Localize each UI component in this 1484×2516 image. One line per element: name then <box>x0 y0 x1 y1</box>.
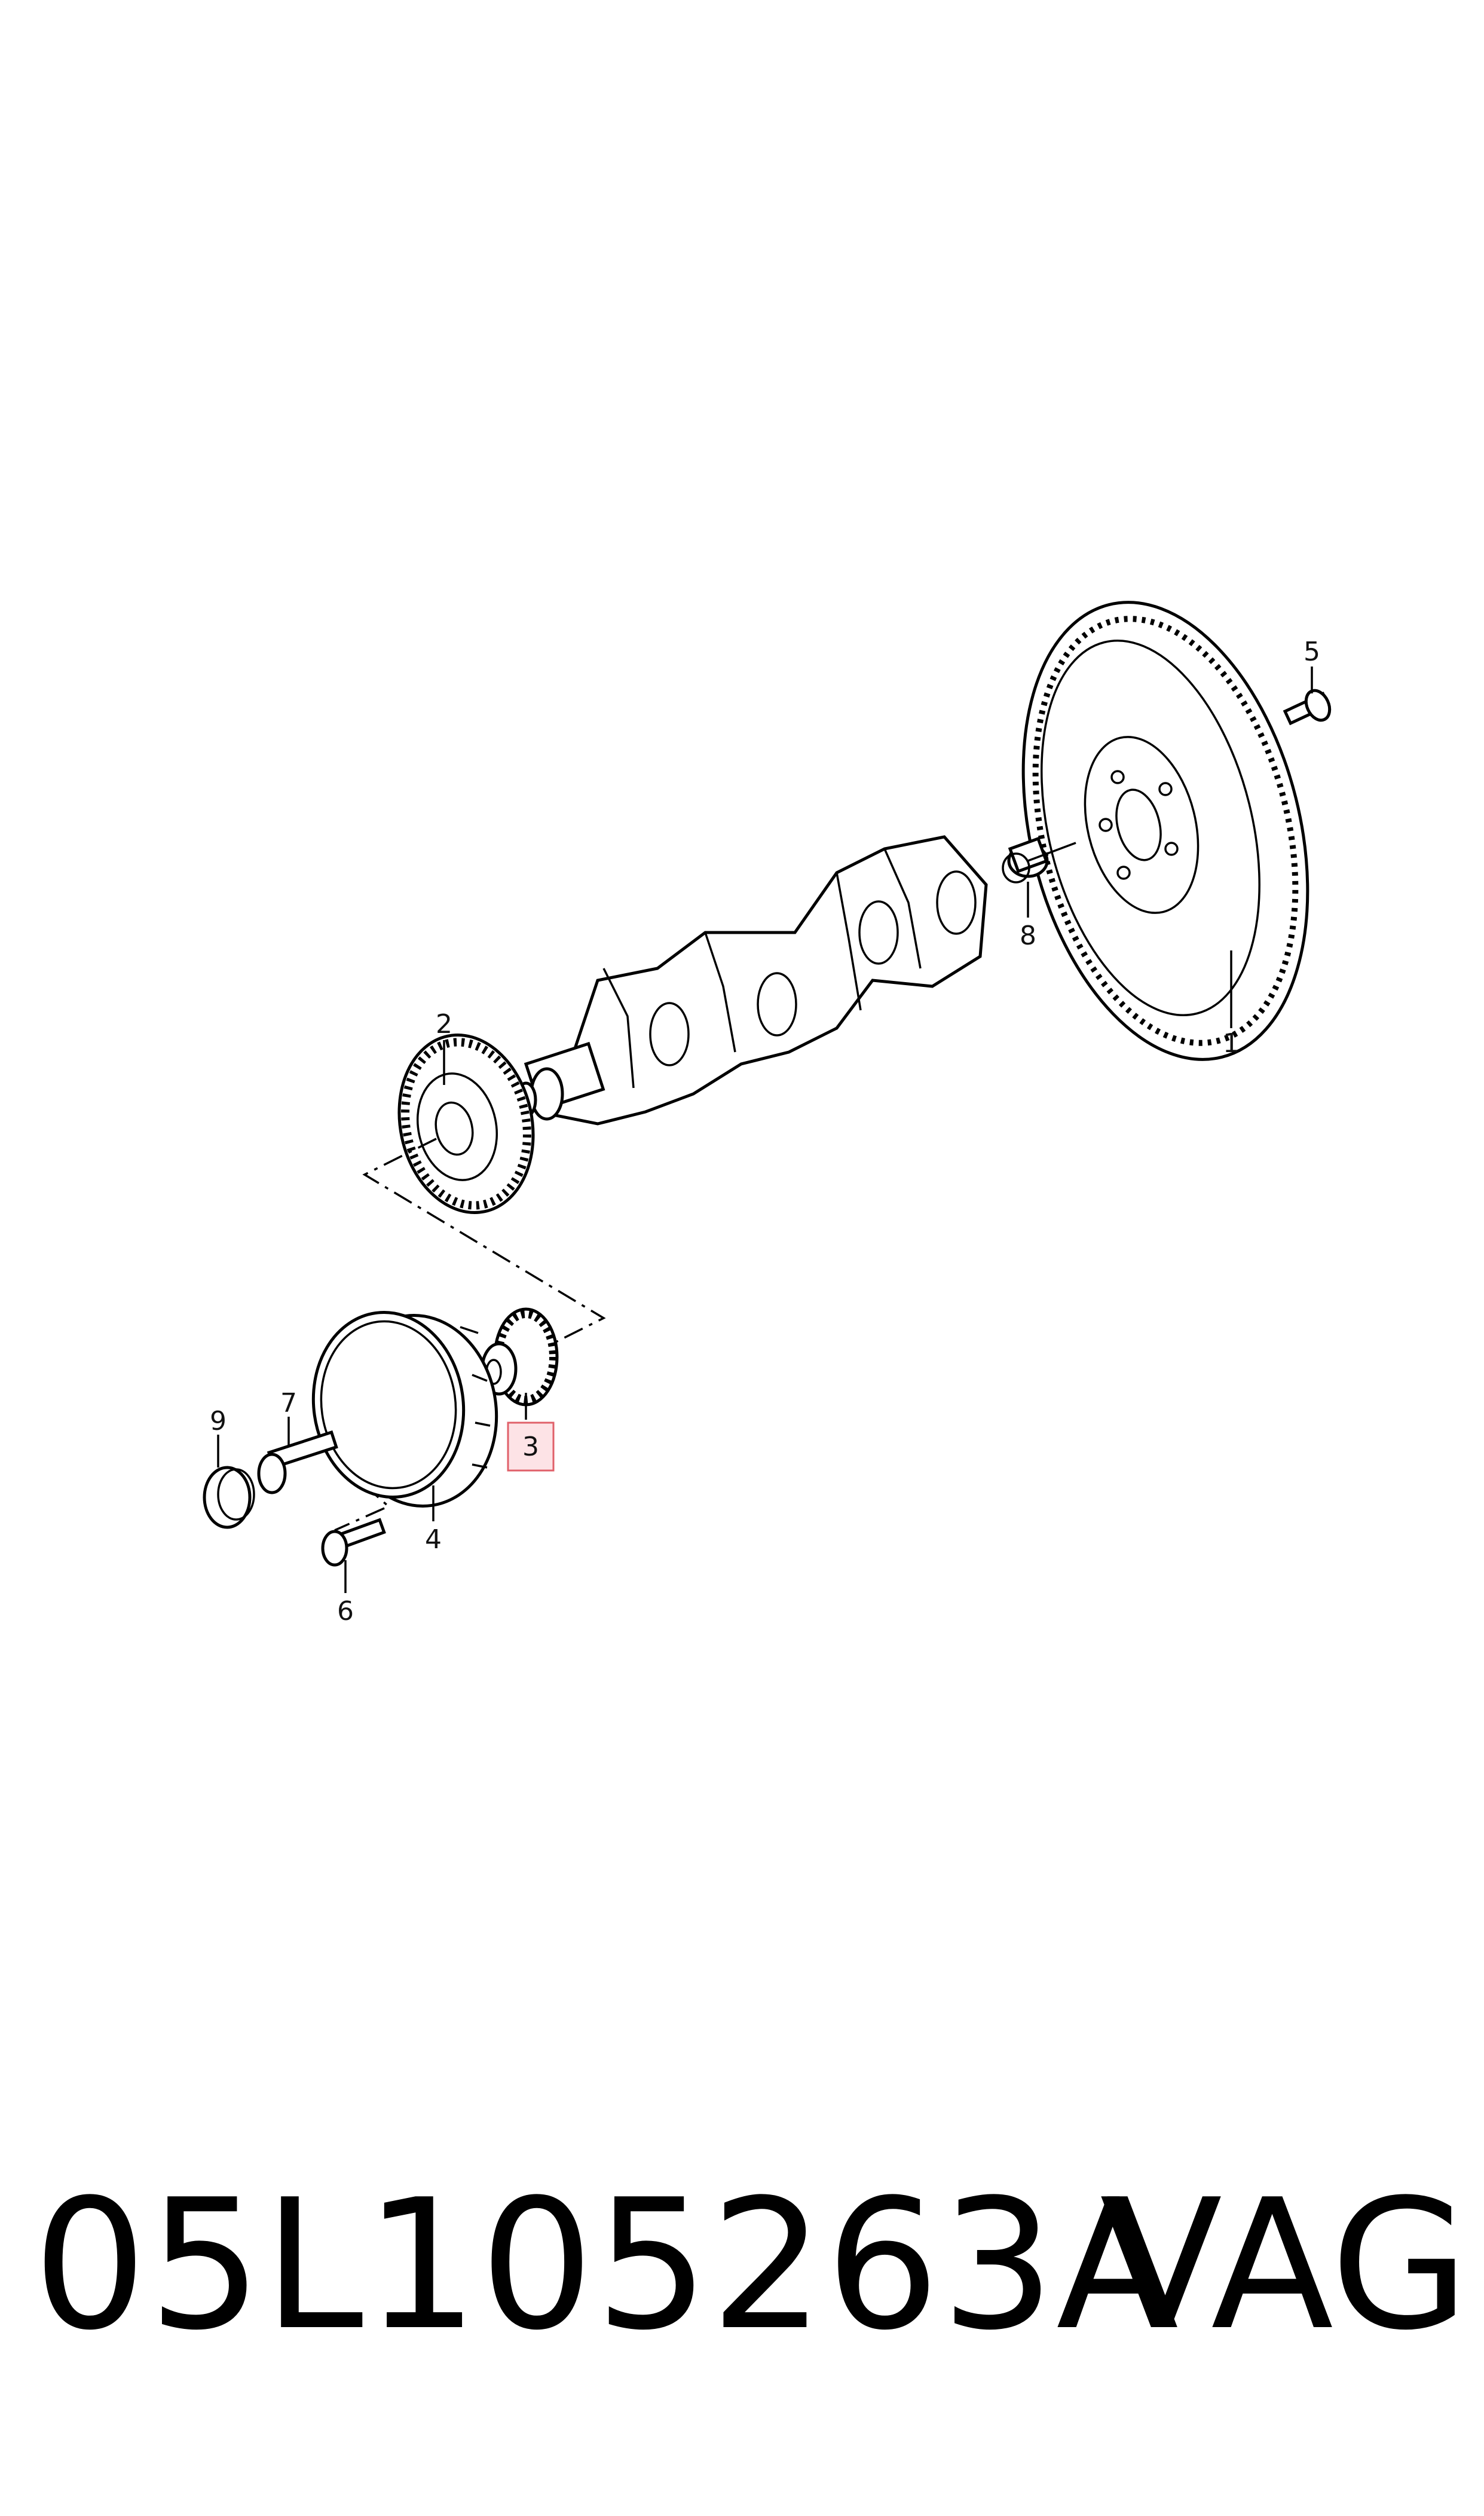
flywheel <box>1021 601 1309 1061</box>
end-cap <box>203 1466 255 1529</box>
callout-4[interactable]: 4 <box>425 1524 442 1555</box>
callout-8[interactable]: 8 <box>1020 921 1036 951</box>
callout-5[interactable]: 5 <box>1304 637 1320 667</box>
flywheel-bolt <box>1283 689 1332 726</box>
crankshaft-gear <box>397 1034 535 1214</box>
leader-flywheel-center <box>1027 842 1076 862</box>
brand-text: VAG <box>1100 2161 1470 2370</box>
crankshaft <box>515 835 988 1126</box>
callout-6[interactable]: 6 <box>337 1596 354 1627</box>
part-number-text: 05L105263A <box>33 2161 1180 2370</box>
highlight-box-3 <box>507 1421 555 1472</box>
callout-1[interactable]: 1 <box>1223 1028 1240 1059</box>
crank-pulley <box>311 1311 498 1508</box>
callout-2[interactable]: 2 <box>436 1009 452 1040</box>
pulley-bolt-7 <box>257 1430 338 1494</box>
callout-3[interactable]: 3 <box>522 1432 539 1462</box>
callout-9[interactable]: 9 <box>210 1406 227 1436</box>
alignment-line-gear <box>362 1138 606 1358</box>
pulley-bolt-6 <box>321 1518 386 1567</box>
callout-7[interactable]: 7 <box>280 1388 297 1419</box>
